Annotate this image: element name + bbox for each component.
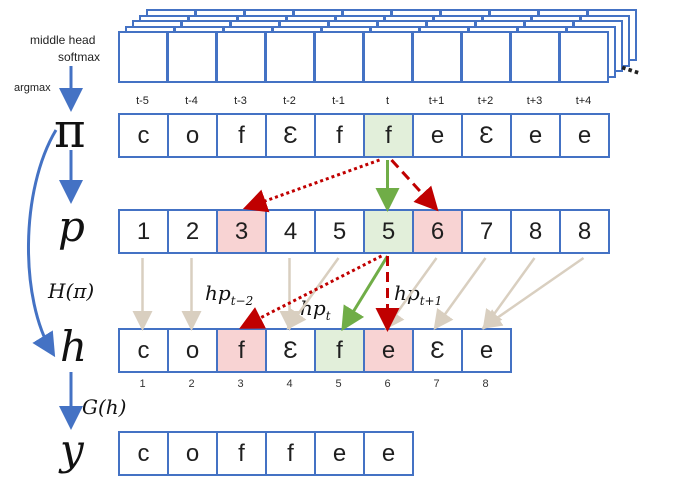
- time-label: t+4: [575, 95, 592, 107]
- h-cell: Ɛ: [265, 328, 316, 373]
- h-p-t-minus-2-label: hpt−2: [205, 281, 253, 308]
- p-to-h-mapping-arrow: [481, 256, 585, 329]
- p-to-h-mapping-arrow: [433, 257, 487, 331]
- softmax-cell: [412, 31, 462, 83]
- h-index-label: 3: [237, 378, 244, 390]
- y-cell: e: [363, 431, 414, 476]
- softmax-cell: [314, 31, 364, 83]
- softmax-label: softmax: [58, 50, 101, 64]
- softmax-cell: [363, 31, 413, 83]
- h-p-t-minus-2-main: hp: [205, 281, 231, 305]
- p-cell: 5: [314, 209, 365, 254]
- time-label: t-5: [136, 95, 149, 107]
- pi-cell: f: [363, 113, 414, 158]
- p-cell: 8: [510, 209, 561, 254]
- pi-cell: Ɛ: [461, 113, 512, 158]
- p-cell: 7: [461, 209, 512, 254]
- p-to-h-mapping-arrow: [286, 257, 340, 331]
- h-symbol: h: [60, 322, 88, 371]
- h-p-t-minus-2-sub: t−2: [230, 294, 254, 308]
- h-index-label: 7: [433, 378, 440, 390]
- p-cell: 4: [265, 209, 316, 254]
- h-index-label: 6: [384, 378, 391, 390]
- time-label: t-4: [185, 95, 198, 107]
- G-h-label: G(h): [82, 395, 127, 419]
- h-p-t-sub: t: [325, 309, 331, 323]
- p-t-to-h-green-arrow: [341, 255, 389, 332]
- time-label: t: [385, 95, 390, 107]
- h-index-label: 4: [286, 378, 293, 390]
- softmax-cell: [118, 31, 168, 83]
- h-cell: e: [461, 328, 512, 373]
- h-p-t-plus-1-sub: t+1: [419, 294, 443, 308]
- softmax-cell: [461, 31, 511, 83]
- pi-t-to-p-t-plus-1-arrow: [390, 158, 439, 212]
- p-t-to-h-t-minus-2-arrow: [239, 254, 383, 329]
- pi-cell: e: [559, 113, 610, 158]
- argmax-label: argmax: [14, 82, 51, 94]
- p-to-h-mapping-arrow: [482, 257, 536, 331]
- p-cell: 8: [559, 209, 610, 254]
- pi-cell: f: [314, 113, 365, 158]
- softmax-cell: [559, 31, 609, 83]
- time-label: t+2: [477, 95, 494, 107]
- pi-to-h-curve-arrow: [27, 129, 58, 358]
- pi-cell: f: [216, 113, 267, 158]
- h-index-label: 5: [335, 378, 342, 390]
- y-cell: f: [216, 431, 267, 476]
- h-index-label: 2: [188, 378, 195, 390]
- pi-cell: e: [510, 113, 561, 158]
- p-to-h-mapping-arrow: [384, 257, 438, 331]
- time-label: t-1: [332, 95, 345, 107]
- h-cell: o: [167, 328, 218, 373]
- p-cell: 1: [118, 209, 169, 254]
- p-cell: 2: [167, 209, 218, 254]
- time-label: t+3: [526, 95, 543, 107]
- time-label: t-2: [283, 95, 296, 107]
- p-cell: 3: [216, 209, 267, 254]
- pi-symbol: π: [54, 103, 86, 159]
- softmax-cell: [510, 31, 560, 83]
- time-label: t+1: [428, 95, 445, 107]
- p-symbol: p: [58, 202, 85, 251]
- softmax-cell: [167, 31, 217, 83]
- pi-t-to-p-t-minus-2-arrow: [242, 158, 381, 213]
- y-symbol: y: [60, 425, 84, 474]
- pi-cell: o: [167, 113, 218, 158]
- h-index-label: 8: [482, 378, 489, 390]
- middle-head-label: middle head: [30, 33, 96, 47]
- y-cell: o: [167, 431, 218, 476]
- H-pi-label: H(π): [48, 279, 95, 303]
- h-index-label: 1: [139, 378, 146, 390]
- time-label: t-3: [234, 95, 247, 107]
